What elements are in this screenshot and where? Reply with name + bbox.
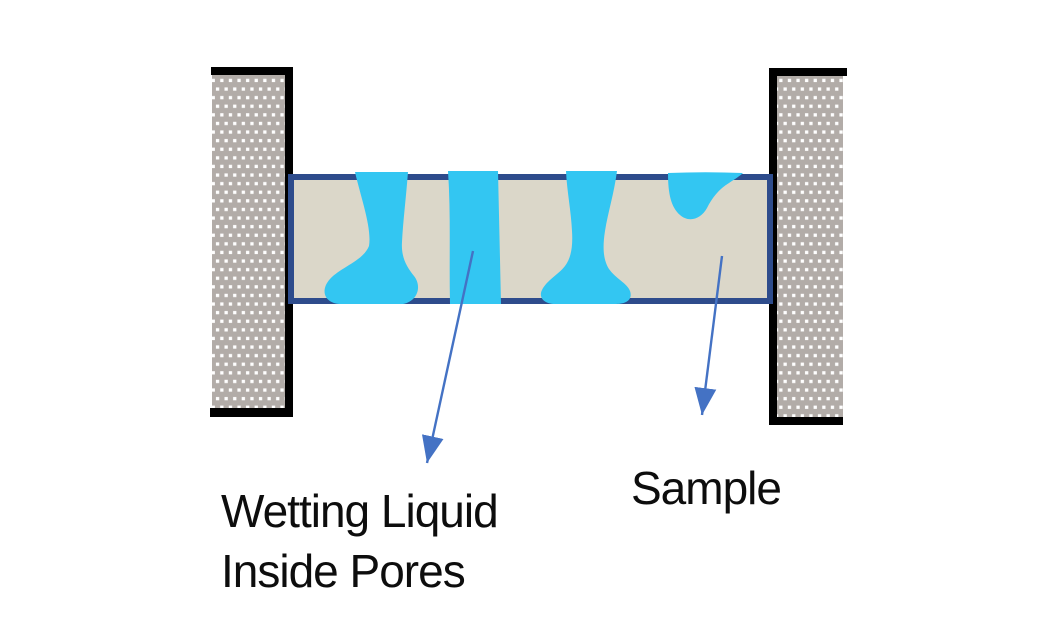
sample-label: Sample xyxy=(631,462,782,514)
right-clamp-plate xyxy=(777,76,843,417)
right-clamp xyxy=(769,68,847,425)
wetting-liquid-label-line1: Wetting Liquid xyxy=(221,485,499,537)
sample-arrow xyxy=(694,255,724,416)
wetting-liquid-label: Wetting Liquid Inside Pores xyxy=(221,481,499,601)
pore-liquid-blob-2 xyxy=(448,171,501,304)
wetting-liquid-label-line2: Inside Pores xyxy=(221,545,466,597)
pore-liquid-blob-1 xyxy=(324,172,419,304)
left-clamp-plate xyxy=(212,75,285,408)
pore-liquid-blob-4 xyxy=(668,172,743,220)
right-clamp-frame xyxy=(769,68,847,425)
left-clamp xyxy=(210,67,293,417)
pore-liquid-blob-3 xyxy=(540,171,631,304)
sample-bar xyxy=(288,171,773,304)
wetting-liquid-arrow xyxy=(421,250,475,464)
